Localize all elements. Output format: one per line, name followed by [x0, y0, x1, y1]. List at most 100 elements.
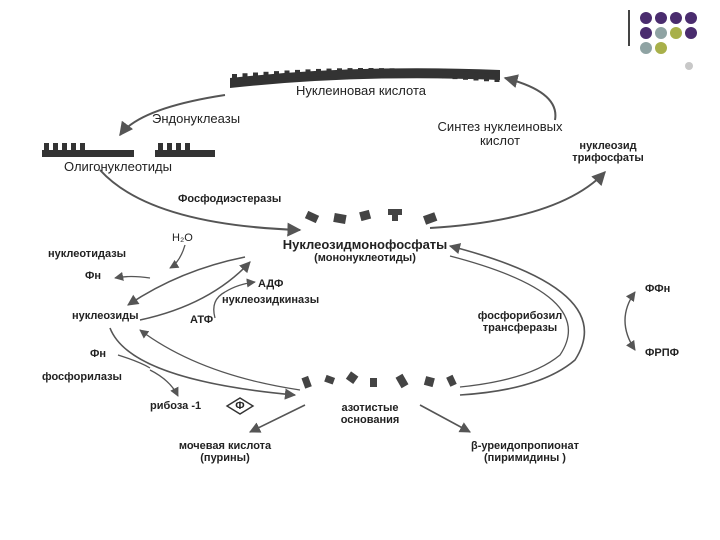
comb-tooth: [494, 74, 500, 82]
comb-tooth: [431, 69, 437, 78]
comb-tooth: [337, 68, 342, 77]
corner-dot: [640, 42, 652, 54]
synthesis-arc-arrow: [503, 74, 557, 121]
h2o-input-arrow: [169, 244, 186, 269]
phosphate-diamond-icon: [225, 397, 255, 415]
comb-tooth: [284, 70, 290, 79]
corner-dot: [670, 12, 682, 24]
synthesis-line2: кислот: [479, 133, 521, 149]
oligonucleotide-strand-icon: [42, 143, 215, 157]
nitrogenous-base-icons: [301, 371, 457, 389]
pyrimidine-arrow: [419, 404, 471, 433]
transferase-arc-outer: [448, 243, 586, 396]
nucleoside-triphosphates-label: нуклеозид трифосфаты: [548, 140, 668, 164]
nmp-line1: Нуклеозидмонофосфаты: [282, 237, 448, 252]
nucleoside-kinases-label: нуклеозидкиназы: [222, 294, 320, 306]
comb-tooth: [326, 68, 332, 77]
uric-acid-line2: (пурины): [200, 452, 250, 465]
comb-tooth: [295, 69, 300, 78]
comb-tooth: [463, 71, 468, 80]
nmp-label: Нуклеозидмонофосфаты (мононуклеотиды): [250, 237, 480, 265]
phosphoribosyl-transferases-label: фосфорибозил трансферазы: [465, 310, 575, 334]
frpf-label: ФРПФ: [645, 347, 680, 359]
comb-tooth: [379, 68, 384, 77]
synthesis-line1: Синтез нуклеиновых: [437, 119, 563, 134]
corner-dot: [640, 12, 652, 24]
comb-tooth: [484, 73, 489, 82]
corner-dot: [685, 62, 693, 70]
comb-tooth: [400, 68, 405, 77]
nucleic-acid-strand-icon: [230, 68, 500, 88]
comb-tooth: [263, 71, 269, 80]
nb-line1: азотистые: [341, 402, 399, 414]
nitrogen-bases-label: азотистые основания: [320, 402, 420, 426]
nucleotidases-label: нуклеотидазы: [48, 248, 127, 260]
corner-dot: [685, 12, 697, 24]
fn-input-arrow: [117, 354, 151, 369]
comb-tooth: [421, 69, 426, 78]
comb-tooth: [305, 69, 311, 78]
corner-dot: [655, 42, 667, 54]
synthesis-label: Синтез нуклеиновых кислот: [410, 119, 590, 149]
comb-tooth: [358, 68, 363, 77]
nucleosides-label: нуклеозиды: [72, 310, 139, 322]
kinase-arrow: [139, 261, 251, 321]
atf-label: АТФ: [190, 314, 214, 326]
corner-dot: [655, 12, 667, 24]
phosphorylase-arrow: [109, 327, 297, 400]
ribose-output-arrow: [149, 369, 179, 397]
ureido-line1: β-уреидопропионат: [470, 440, 579, 452]
ntp-line2: трифосфаты: [572, 152, 644, 165]
comb-tooth: [410, 68, 416, 77]
nucleotide-monophosphate-icons: [304, 209, 438, 225]
phosphodiesterases-label: Фосфодиэстеразы: [178, 193, 282, 205]
nmp-to-ntp-arrow: [429, 170, 606, 229]
comb-tooth: [452, 71, 458, 80]
prt-line1: фосфорибозил: [477, 310, 563, 322]
transferase-arc-inner: [449, 255, 570, 388]
phosphate-symbol: Ф: [235, 400, 245, 412]
fn-label-1: Фн: [85, 270, 102, 282]
degradation-arc-arrow: [119, 94, 226, 137]
adf-label: АДФ: [258, 278, 284, 290]
nmp-line2: (мононуклеотиды): [314, 252, 416, 265]
ntp-line1: нуклеозид: [579, 140, 637, 152]
corner-divider-line: [628, 10, 630, 46]
uric-acid-label: мочевая кислота (пурины): [150, 440, 300, 464]
ureido-line2: (пиримидины ): [484, 452, 566, 465]
endonucleases-label: Эндонуклеазы: [152, 111, 241, 126]
fn-output-arrow: [114, 271, 151, 281]
adf-output-arrow: [224, 278, 256, 293]
corner-dot: [685, 27, 697, 39]
corner-dot: [640, 27, 652, 39]
comb-tooth: [368, 68, 374, 77]
corner-dot: [670, 27, 682, 39]
comb-tooth: [473, 72, 479, 81]
comb-tooth: [253, 72, 258, 81]
nucleic-acid-label: Нуклеиновая кислота: [296, 83, 427, 98]
ribose-label: рибоза -1: [150, 400, 202, 412]
nb-line2: основания: [340, 414, 400, 427]
purine-arrow: [248, 404, 306, 433]
comb-tooth: [242, 73, 248, 82]
ureidopropionate-label: β-уреидопропионат (пиримидины ): [440, 440, 610, 464]
fn-label-2: Фн: [90, 348, 107, 360]
comb-tooth: [389, 68, 395, 77]
h2o-label: H₂O: [172, 232, 193, 244]
comb-tooth: [442, 70, 447, 79]
uric-acid-line1: мочевая кислота: [178, 440, 272, 452]
oligo-to-nmp-arrow: [99, 169, 302, 237]
atf-input-arrow: [213, 291, 226, 319]
corner-dot: [655, 27, 667, 39]
ffn-label: ФФн: [645, 283, 671, 295]
comb-tooth: [347, 68, 353, 77]
phosphorylases-label: фосфорилазы: [42, 371, 122, 383]
comb-tooth: [274, 71, 279, 80]
salvage-return-arrow: [139, 329, 301, 391]
comb-tooth: [232, 74, 237, 82]
ffn-frpf-arrow: [624, 291, 636, 351]
comb-tooth: [316, 68, 321, 77]
nucleotidase-arrow: [127, 256, 246, 306]
oligonucleotides-label: Олигонуклеотиды: [64, 159, 172, 174]
